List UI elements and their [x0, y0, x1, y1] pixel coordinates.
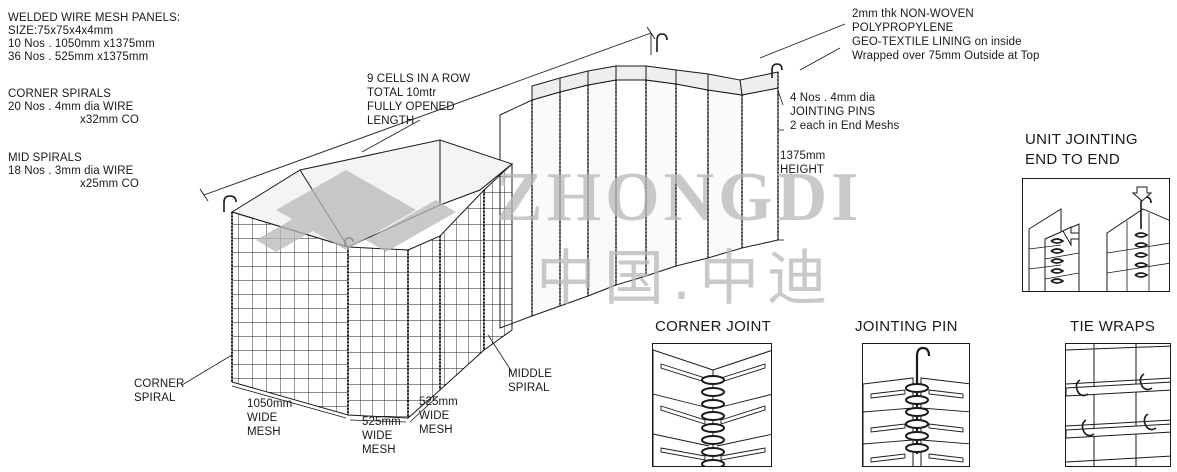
front-cell	[230, 139, 514, 420]
corner-spirals-heading: CORNER SPIRALS	[8, 88, 112, 100]
pins-note-line2: JOINTING PINS	[790, 106, 876, 118]
mesh-525a-line3: MESH	[362, 444, 396, 456]
pins-note-line3: 2 each in End Meshs	[790, 120, 900, 132]
height-label: HEIGHT	[780, 164, 825, 176]
cells-note-line1: 9 CELLS IN A ROW	[367, 73, 471, 85]
corner-spiral-label-line1: CORNER	[134, 378, 185, 390]
middle-spiral-label-line2: SPIRAL	[508, 382, 550, 394]
unit-jointing-title-line1: UNIT JOINTING	[1025, 131, 1138, 148]
corner-spiral-label-line2: SPIRAL	[134, 392, 176, 404]
unit-jointing-illustration	[1028, 186, 1169, 291]
mesh-525b-line2: WIDE	[419, 410, 450, 422]
unit-jointing-detail	[1022, 178, 1170, 292]
corner-spirals-line2: x32mm CO	[80, 114, 139, 126]
base-dimensions	[231, 385, 439, 423]
panels-spec-heading: WELDED WIRE MESH PANELS:	[8, 12, 181, 24]
jointing-pin-detail	[862, 343, 970, 467]
panels-spec-qty1: 10 Nos . 1050mm x1375mm	[8, 38, 155, 50]
geotextile-line1: 2mm thk NON-WOVEN	[852, 8, 974, 20]
geotextile-line2: POLYPROPYLENE	[852, 22, 954, 34]
corner-joint-title: CORNER JOINT	[655, 318, 772, 335]
mesh-1050-line3: MESH	[247, 426, 281, 438]
mesh-1050-line2: WIDE	[247, 412, 278, 424]
geotextile-line4: Wrapped over 75mm Outside at Top	[852, 50, 1040, 62]
mid-spirals-heading: MID SPIRALS	[8, 152, 82, 164]
tie-wraps-illustration	[1066, 344, 1170, 466]
mid-spirals-line2: x25mm CO	[80, 178, 139, 190]
corner-joint-detail	[652, 343, 772, 467]
corner-spirals-line1: 20 Nos . 4mm dia WIRE	[8, 101, 134, 113]
tie-wraps-detail	[1065, 343, 1171, 467]
accordion-cells	[499, 65, 779, 329]
cells-note-line3: FULLY OPENED	[367, 101, 455, 113]
jointing-pin-illustration	[863, 346, 969, 466]
mesh-525a-line2: WIDE	[362, 430, 393, 442]
jointing-pin-title: JOINTING PIN	[855, 318, 958, 335]
spiral-joints	[531, 72, 779, 316]
mesh-525b-line1: 525mm	[419, 396, 458, 408]
length-dimension-line	[199, 26, 656, 202]
unit-jointing-title-line2: END TO END	[1025, 151, 1120, 168]
mesh-525b-line3: MESH	[419, 424, 453, 436]
mesh-1050-line1: 1050mm	[247, 398, 293, 410]
pins-note-line1: 4 Nos . 4mm dia	[790, 92, 876, 104]
cells-note-line2: TOTAL 10mtr	[367, 87, 437, 99]
corner-joint-illustration	[653, 349, 771, 466]
middle-spiral-label-line1: MIDDLE	[508, 368, 553, 380]
mesh-525a-line1: 525mm	[362, 416, 401, 428]
cells-note-line4: LENGTH	[367, 115, 415, 127]
panels-spec-size: SIZE:75x75x4x4mm	[8, 25, 114, 37]
front-spirals	[231, 190, 485, 418]
tie-wraps-title: TIE WRAPS	[1070, 318, 1156, 335]
mid-spirals-line1: 18 Nos . 3mm dia WIRE	[8, 165, 134, 177]
panels-spec-qty2: 36 Nos . 525mm x1375mm	[8, 51, 149, 63]
geotextile-line3: GEO-TEXTILE LINING on inside	[852, 36, 1022, 48]
height-value: 1375mm	[780, 150, 826, 162]
